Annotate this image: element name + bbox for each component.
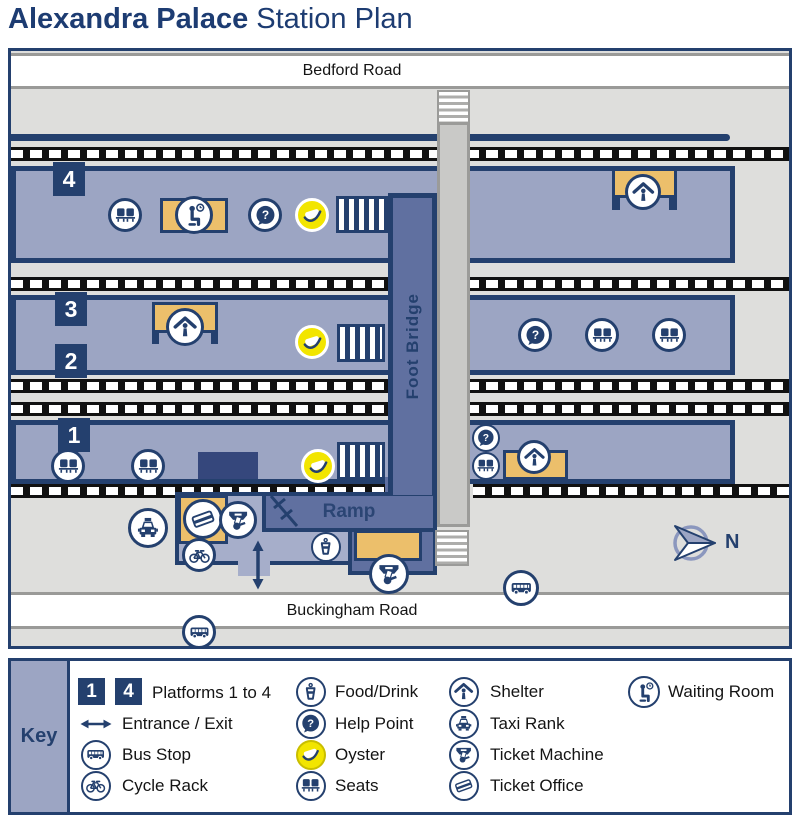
platform-3-number: 3 xyxy=(55,292,87,326)
food-drink-icon xyxy=(296,677,326,707)
foot-bridge-stairs-north xyxy=(437,90,470,124)
shelter-icon xyxy=(449,677,479,707)
ticket-office-icon xyxy=(183,499,223,539)
cycle-rack-icon xyxy=(182,538,216,572)
ticket-machine-icon xyxy=(369,554,409,594)
taxi-rank-icon xyxy=(128,508,168,548)
seats-icon xyxy=(108,198,142,232)
shelter-icon xyxy=(625,174,661,210)
rail-siding-line xyxy=(11,134,730,141)
ticket-machine-icon xyxy=(219,501,257,539)
key-label-oyster: Oyster xyxy=(335,745,386,764)
help-point-icon xyxy=(248,198,282,232)
key-label-waiting-room: Waiting Room xyxy=(668,682,775,701)
entrance-exit-arrow xyxy=(252,540,264,590)
oyster-icon xyxy=(296,740,326,770)
key-label-help-point: Help Point xyxy=(335,714,414,733)
shelter-bracket xyxy=(152,331,159,344)
bedford-road-label: Bedford Road xyxy=(302,62,402,79)
oyster-icon xyxy=(295,325,329,359)
bus-stop-icon xyxy=(503,570,539,606)
page-title-regular: Station Plan xyxy=(248,3,413,35)
shelter-icon xyxy=(517,440,551,474)
seats-icon xyxy=(51,449,85,483)
key-panel: Key 1 4 Platforms 1 to 4 Entrance / Exit… xyxy=(8,658,792,815)
taxi-rank-icon xyxy=(449,709,479,739)
oyster-icon xyxy=(295,198,329,232)
page-title-bold: Alexandra Palace xyxy=(8,3,249,35)
seats-icon xyxy=(652,318,686,352)
buckingham-road: Buckingham Road xyxy=(11,592,789,629)
entrance-exit-icon xyxy=(79,715,113,733)
shelter-bracket xyxy=(211,331,218,344)
stairs-platform-4 xyxy=(336,196,388,233)
key-label-bus-stop: Bus Stop xyxy=(122,745,191,764)
foot-bridge-label: Foot Bridge xyxy=(402,293,422,400)
key-label-seats: Seats xyxy=(335,776,379,795)
page-title: Alexandra Palace Station Plan xyxy=(8,3,413,36)
barrow-crossing-icon xyxy=(269,495,299,527)
bedford-road: Bedford Road xyxy=(11,53,789,89)
waiting-room-icon xyxy=(628,676,660,708)
platform-1-hut xyxy=(198,452,258,479)
key-label-food-drink: Food/Drink xyxy=(335,682,419,701)
track-5-right xyxy=(473,484,789,498)
oyster-icon xyxy=(301,449,335,483)
waiting-room-icon xyxy=(175,196,213,234)
key-label-entrance: Entrance / Exit xyxy=(122,714,233,733)
shelter-icon xyxy=(166,308,204,346)
foot-bridge-walkway: Foot Bridge xyxy=(388,193,437,495)
seats-icon xyxy=(296,771,326,801)
stairs-platform-1 xyxy=(337,442,385,480)
compass-north-label: N xyxy=(725,531,740,553)
key-label-taxi-rank: Taxi Rank xyxy=(490,714,565,733)
key-label-ticket-office: Ticket Office xyxy=(490,776,584,795)
help-point-icon xyxy=(472,424,500,452)
buckingham-road-label: Buckingham Road xyxy=(286,601,418,619)
key-label-platforms: Platforms 1 to 4 xyxy=(152,683,272,702)
platform-2-number: 2 xyxy=(55,344,87,378)
ticket-machine-icon xyxy=(449,740,479,770)
help-point-icon xyxy=(518,318,552,352)
seats-icon xyxy=(472,452,500,480)
key-label-shelter: Shelter xyxy=(490,682,544,701)
foot-bridge-stairs-south xyxy=(435,530,469,566)
seats-icon xyxy=(131,449,165,483)
foot-bridge-span xyxy=(437,122,470,527)
key-platform-badge-4: 4 xyxy=(115,678,142,705)
food-drink-icon xyxy=(311,532,341,562)
shelter-bracket xyxy=(669,196,677,210)
stairs-platform-3-2 xyxy=(337,324,385,362)
bus-stop-icon xyxy=(81,740,111,770)
key-title: Key xyxy=(20,725,58,747)
cycle-rack-icon xyxy=(81,771,111,801)
compass-icon xyxy=(673,525,716,561)
key-sidebar: Key xyxy=(11,661,70,812)
track-1 xyxy=(11,147,789,161)
ramp-label: Ramp xyxy=(322,501,376,522)
entrance-doorway xyxy=(238,556,270,576)
shelter-bracket xyxy=(612,196,620,210)
platform-1-number: 1 xyxy=(58,418,90,452)
station-map: Bedford Road Buckingham Road Ramp Foot B… xyxy=(8,48,792,649)
seats-icon xyxy=(585,318,619,352)
help-point-icon xyxy=(296,709,326,739)
key-platform-badge-1: 1 xyxy=(78,678,105,705)
ticket-office-icon xyxy=(449,771,479,801)
platform-4-number: 4 xyxy=(53,162,85,196)
key-label-ticket-machine: Ticket Machine xyxy=(490,745,604,764)
key-label-cycle-rack: Cycle Rack xyxy=(122,776,208,795)
bus-stop-icon xyxy=(182,615,216,646)
